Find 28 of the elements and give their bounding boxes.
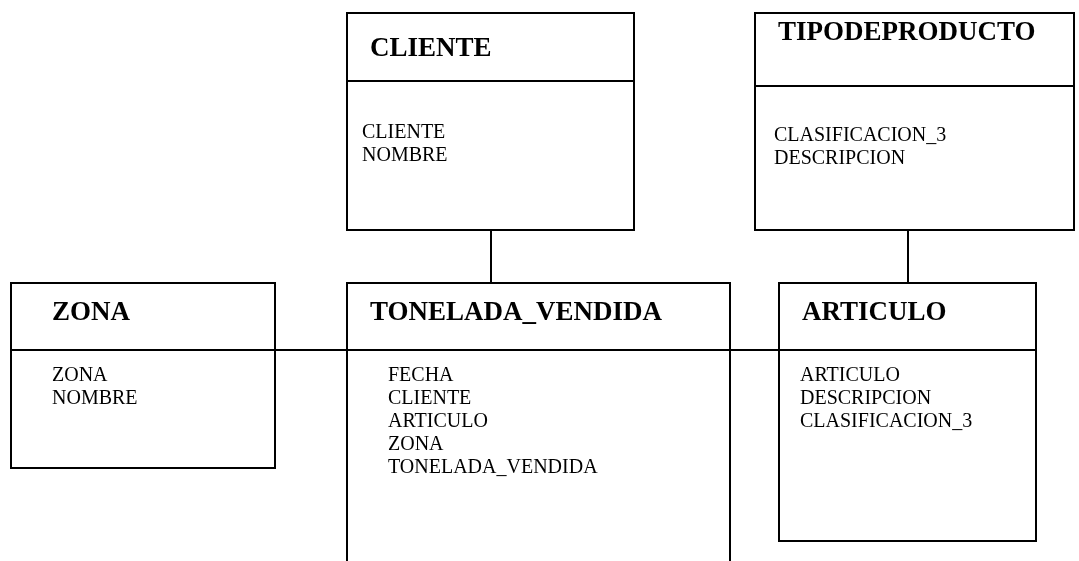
attribute-name: CLIENTE bbox=[362, 120, 447, 143]
entity-title: TIPODEPRODUCTO bbox=[778, 16, 1036, 47]
entity-title: ZONA bbox=[52, 296, 130, 327]
attribute-name: ZONA bbox=[388, 432, 445, 455]
entity-title: CLIENTE bbox=[370, 32, 492, 63]
entity-box bbox=[346, 282, 731, 561]
attribute-name: FECHA bbox=[388, 363, 455, 386]
attribute-name: TONELADA_VENDIDA bbox=[388, 455, 599, 478]
attribute-name: ARTICULO bbox=[388, 409, 489, 432]
attribute-name: ARTICULO bbox=[800, 363, 901, 386]
entity-box bbox=[778, 282, 1037, 542]
attribute-name: CLASIFICACION_3 bbox=[774, 123, 948, 146]
attribute-name: CLIENTE bbox=[388, 386, 473, 409]
attribute-name: CLASIFICACION_3 bbox=[800, 409, 974, 432]
entity-title: ARTICULO bbox=[802, 296, 947, 327]
entity-box bbox=[10, 282, 276, 469]
relationship-line bbox=[275, 349, 347, 351]
attribute-name: DESCRIPCION bbox=[800, 386, 933, 409]
attribute-name: NOMBRE bbox=[52, 386, 139, 409]
attribute-name: NOMBRE bbox=[362, 143, 449, 166]
entity-box bbox=[346, 12, 635, 231]
relationship-line bbox=[490, 230, 492, 283]
entity-title: TONELADA_VENDIDA bbox=[370, 296, 663, 327]
attribute-name: DESCRIPCION bbox=[774, 146, 907, 169]
relationship-line bbox=[907, 230, 909, 283]
relationship-line bbox=[730, 349, 779, 351]
attribute-name: ZONA bbox=[52, 363, 109, 386]
entity-box bbox=[754, 12, 1075, 231]
